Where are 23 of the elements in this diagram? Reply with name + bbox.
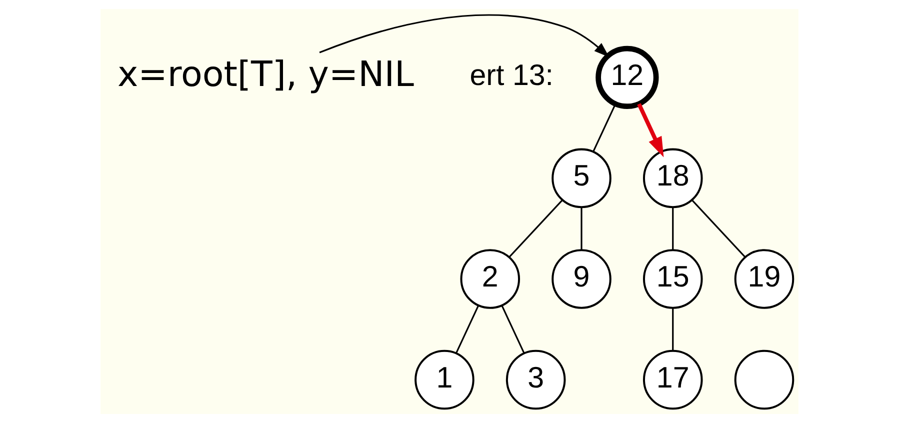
node-circle: 19 (734, 248, 794, 308)
node-circle: 1 (414, 349, 474, 410)
node-circle: 12 (596, 45, 659, 108)
node-circle: 2 (460, 248, 520, 308)
node-circle: 9 (552, 248, 612, 308)
node-circle: 18 (642, 148, 703, 208)
node-circle: 15 (642, 248, 703, 308)
connector (692, 199, 746, 257)
node-text: x=root[T], y=NIL (118, 54, 414, 94)
node-circle (734, 349, 794, 410)
arrow (319, 14, 610, 57)
connector (455, 304, 480, 354)
connector (672, 308, 674, 350)
node-circle: 3 (506, 349, 566, 410)
connector (501, 304, 525, 354)
connector (672, 206, 674, 250)
connector (508, 199, 563, 257)
connector (580, 206, 582, 250)
arrow (637, 102, 664, 157)
label: ert 13: (470, 58, 554, 92)
node-circle: 5 (552, 148, 612, 208)
connector (592, 103, 616, 152)
node-circle: 17 (642, 349, 703, 410)
